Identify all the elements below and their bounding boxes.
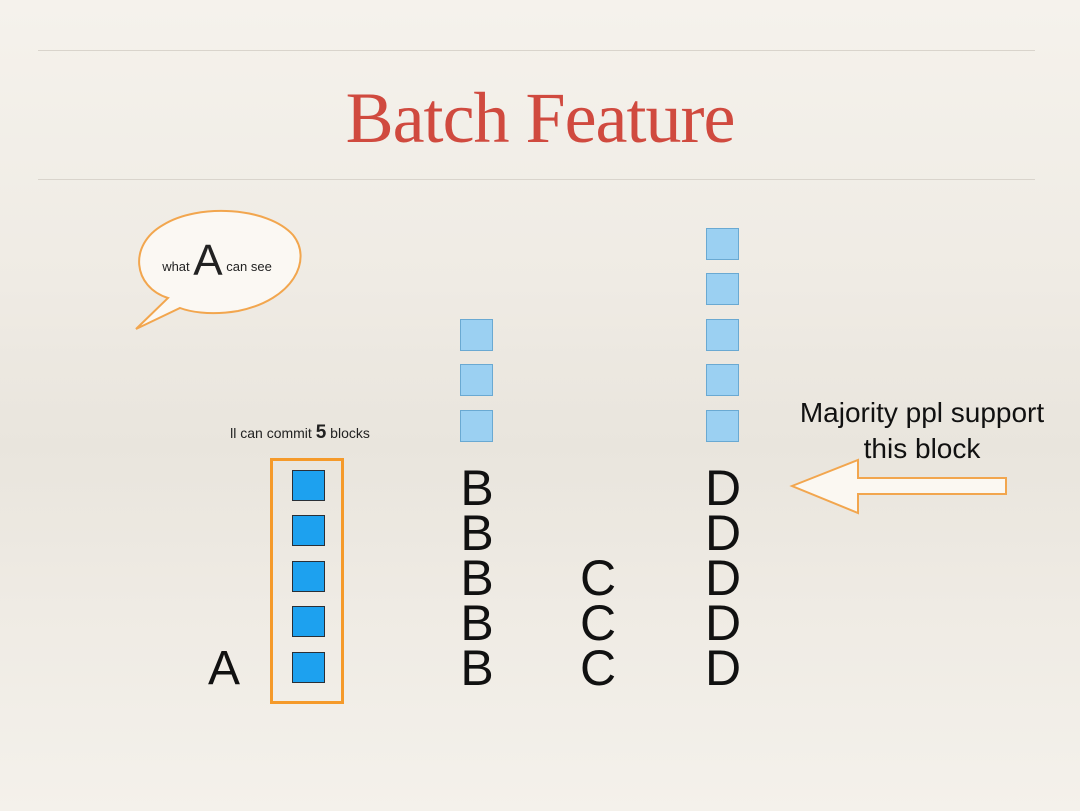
pending-block: [706, 410, 739, 442]
majority-line-1: Majority ppl support: [799, 397, 1045, 428]
node-c-block: C: [579, 550, 617, 606]
pending-block: [706, 228, 739, 260]
pending-block: [460, 364, 493, 396]
pending-block: [706, 319, 739, 351]
speech-bubble-icon: [135, 209, 302, 330]
commit-count: 5: [315, 422, 327, 443]
pending-block: [460, 319, 493, 351]
node-d-block: D: [704, 595, 742, 651]
commit-note: ll can commit 5 blocks: [200, 422, 400, 444]
node-b-block: B: [460, 505, 494, 561]
pending-block: [706, 364, 739, 396]
bubble-suffix: can see: [226, 259, 272, 274]
committed-block: [292, 652, 325, 683]
pending-block: [706, 273, 739, 305]
bubble-letter: A: [193, 236, 223, 285]
node-c-block: C: [579, 595, 617, 651]
bubble-caption: what A can see: [133, 236, 301, 286]
pending-block: [460, 410, 493, 442]
node-b-block: B: [460, 460, 494, 516]
node-d-block: D: [704, 550, 742, 606]
committed-block: [292, 561, 325, 592]
commit-suffix: blocks: [330, 425, 370, 441]
node-a-label: A: [208, 642, 241, 695]
majority-annotation: Majority ppl support this block: [772, 395, 1072, 467]
majority-line-2: this block: [863, 433, 981, 464]
bubble-prefix: what: [162, 259, 190, 274]
top-divider: [38, 50, 1035, 51]
title-divider: [38, 179, 1035, 180]
node-b-block: B: [460, 550, 494, 606]
node-d-block: D: [704, 640, 742, 696]
committed-blocks-frame: [270, 458, 344, 704]
slide-title: Batch Feature: [345, 78, 736, 158]
committed-block: [292, 606, 325, 637]
commit-prefix: ll can commit: [230, 425, 312, 441]
committed-block: [292, 515, 325, 546]
left-arrow-icon: [789, 458, 1007, 515]
committed-block: [292, 470, 325, 501]
node-c-block: C: [579, 640, 617, 696]
node-d-block: D: [704, 460, 742, 516]
node-d-block: D: [704, 505, 742, 561]
node-b-block: B: [460, 595, 494, 651]
node-b-block: B: [460, 640, 494, 696]
